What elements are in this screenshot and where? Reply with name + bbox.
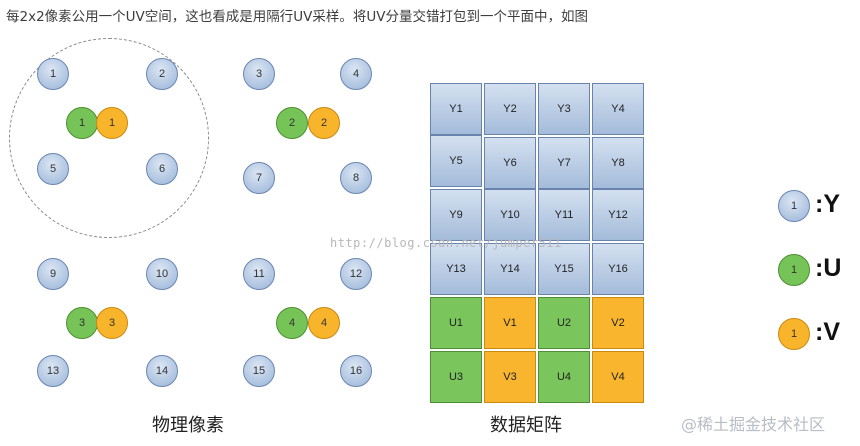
- matrix-cell-v: V2: [592, 297, 644, 349]
- y-pixel-dot: 15: [243, 355, 275, 387]
- y-pixel-dot: 11: [243, 258, 275, 290]
- legend-v-dot: 1: [778, 318, 810, 350]
- v-sample-dot: 1: [96, 107, 128, 139]
- matrix-cell-y: Y2: [484, 83, 536, 135]
- matrix-cell-y: Y10: [484, 189, 536, 241]
- matrix-cell-y: Y15: [538, 243, 590, 295]
- matrix-cell-v: V3: [484, 351, 536, 403]
- matrix-cell-v: V1: [484, 297, 536, 349]
- legend-y-label: :Y: [815, 190, 840, 218]
- matrix-cell-y: Y11: [538, 189, 590, 241]
- y-pixel-dot: 14: [146, 355, 178, 387]
- y-pixel-dot: 10: [146, 258, 178, 290]
- matrix-cell-y: Y13: [430, 243, 482, 295]
- sampling-group-outline: [9, 38, 209, 238]
- legend-u-dot: 1: [778, 254, 810, 286]
- y-pixel-dot: 3: [243, 58, 275, 90]
- matrix-cell-y: Y14: [484, 243, 536, 295]
- physical-pixels-heading: 物理像素: [152, 415, 224, 436]
- matrix-cell-v: V4: [592, 351, 644, 403]
- u-sample-dot: 2: [276, 107, 308, 139]
- matrix-cell-y: Y12: [592, 189, 644, 241]
- matrix-cell-y: Y3: [538, 83, 590, 135]
- y-pixel-dot: 8: [340, 162, 372, 194]
- data-matrix-heading: 数据矩阵: [490, 415, 562, 436]
- y-pixel-dot: 16: [340, 355, 372, 387]
- y-pixel-dot: 6: [146, 153, 178, 185]
- y-pixel-dot: 9: [37, 258, 69, 290]
- v-sample-dot: 2: [308, 107, 340, 139]
- matrix-cell-y: Y6: [484, 137, 536, 189]
- matrix-cell-u: U4: [538, 351, 590, 403]
- matrix-cell-y: Y7: [538, 137, 590, 189]
- y-pixel-dot: 12: [340, 258, 372, 290]
- y-pixel-dot: 5: [37, 153, 69, 185]
- u-sample-dot: 1: [66, 107, 98, 139]
- matrix-cell-y: Y8: [592, 137, 644, 189]
- v-sample-dot: 4: [308, 307, 340, 339]
- legend-y-dot: 1: [778, 190, 810, 222]
- matrix-cell-u: U3: [430, 351, 482, 403]
- legend-u-label: :U: [815, 254, 842, 282]
- matrix-cell-y: Y5: [430, 135, 482, 187]
- u-sample-dot: 3: [66, 307, 98, 339]
- matrix-cell-y: Y1: [430, 83, 482, 135]
- u-sample-dot: 4: [276, 307, 308, 339]
- legend-v-label: :V: [815, 318, 840, 346]
- y-pixel-dot: 4: [340, 58, 372, 90]
- watermark-brand: @稀土掘金技术社区: [681, 415, 826, 434]
- y-pixel-dot: 1: [37, 58, 69, 90]
- matrix-cell-y: Y9: [430, 189, 482, 241]
- matrix-cell-y: Y4: [592, 83, 644, 135]
- matrix-cell-u: U2: [538, 297, 590, 349]
- v-sample-dot: 3: [96, 307, 128, 339]
- caption-text: 每2x2像素公用一个UV空间，这也看成是用隔行UV采样。将UV分量交错打包到一个…: [6, 9, 589, 25]
- y-pixel-dot: 13: [37, 355, 69, 387]
- y-pixel-dot: 2: [146, 58, 178, 90]
- y-pixel-dot: 7: [243, 162, 275, 194]
- watermark-url: http://blog.csdn.net/jumper511: [330, 236, 562, 250]
- matrix-cell-y: Y16: [592, 243, 644, 295]
- matrix-cell-u: U1: [430, 297, 482, 349]
